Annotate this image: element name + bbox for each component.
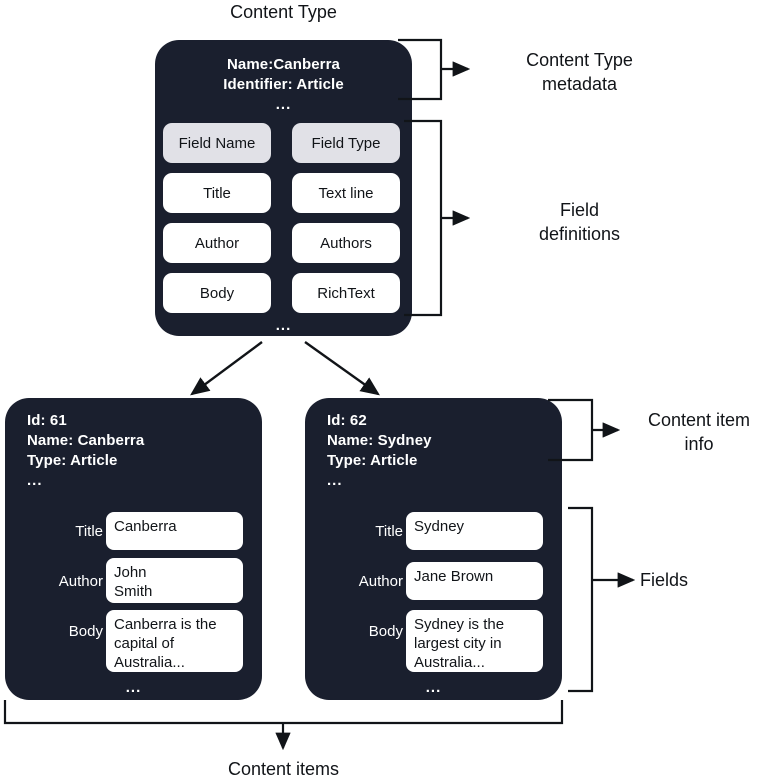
content-item-fields-more: ... [425,679,442,696]
item-field-label-author: Author [358,573,403,590]
item-field-value-author: John Smith [106,558,243,603]
field-row-type: Text line [292,173,400,213]
field-row-name: Body [163,273,271,313]
content-type-metadata-more: ... [275,96,292,113]
content-item-name: Name: Canberra [27,432,145,449]
field-row-name: Title [163,173,271,213]
item-field-value-body: Sydney is the largest city in Australia.… [406,610,543,672]
content-item-info-more: ... [27,472,43,489]
content-type-card: Name:Canberra Identifier: Article ... Fi… [155,40,412,336]
field-definitions-more: ... [275,317,292,334]
item-field-label-body: Body [368,623,403,640]
content-item-name: Name: Sydney [327,432,432,449]
item-field-label-author: Author [58,573,103,590]
content-item-type: Type: Article [327,452,418,469]
annotation-field-definitions: Field definitions [538,200,621,244]
field-row-type: RichText [292,273,400,313]
item-field-label-body: Body [68,623,103,640]
field-row-type: Authors [292,223,400,263]
content-item-id: Id: 62 [327,412,367,429]
annotation-content-type-metadata: Content Type metadata [526,50,633,94]
item-field-value-title: Sydney [406,512,543,550]
page-title: Content Type [230,2,337,22]
item-field-value-title: Canberra [106,512,243,550]
content-item-card-61: Id: 61 Name: Canberra Type: Article ... … [5,398,262,700]
item-field-value-author: Jane Brown [406,562,543,600]
column-header-field-name: Field Name [163,123,271,163]
arrow-to-content-item-62 [304,341,380,396]
item-field-label-title: Title [75,523,103,540]
annotation-content-item-info: Content item info [647,410,751,454]
column-header-field-type: Field Type [292,123,400,163]
bracket-content-items [3,700,564,751]
arrow-to-content-item-61 [190,341,263,396]
content-item-card-62: Id: 62 Name: Sydney Type: Article ... Ti… [305,398,562,700]
content-item-fields-more: ... [125,679,142,696]
content-item-type: Type: Article [27,452,118,469]
annotation-fields: Fields [640,570,689,590]
annotation-content-items: Content items [227,759,340,779]
bracket-fields [568,506,636,693]
content-type-name: Name:Canberra [226,56,340,73]
item-field-label-title: Title [375,523,403,540]
field-row-name: Author [163,223,271,263]
item-field-value-body: Canberra is the capital of Australia... [106,610,243,672]
bracket-field-definitions [404,119,471,317]
content-item-id: Id: 61 [27,412,67,429]
content-item-info-more: ... [327,472,343,489]
content-type-identifier: Identifier: Article [223,76,344,93]
